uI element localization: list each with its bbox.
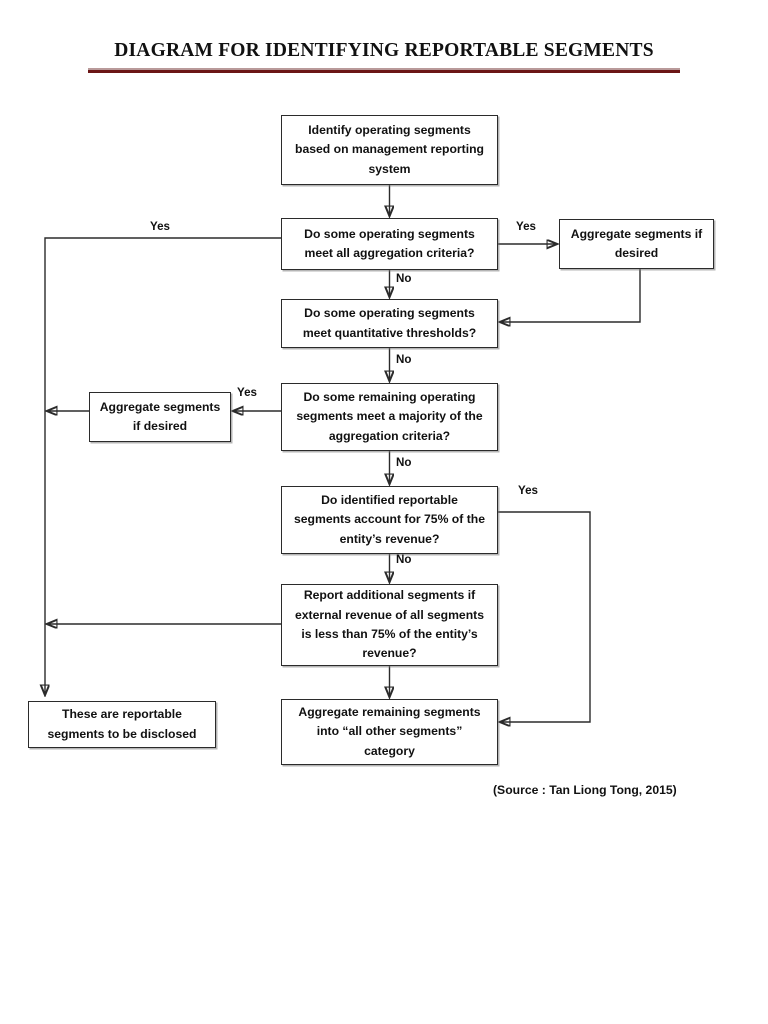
source-note: (Source : Tan Liong Tong, 2015) bbox=[493, 783, 677, 797]
page-title: DIAGRAM FOR IDENTIFYING REPORTABLE SEGME… bbox=[114, 40, 654, 61]
node-meet-all-aggregation-criteria[interactable]: Do some operating segments meet all aggr… bbox=[281, 218, 498, 270]
node-label: Report additional segments if external r… bbox=[295, 588, 484, 661]
edge-label-no-after-75: No bbox=[396, 553, 412, 566]
node-meet-quantitative-thresholds[interactable]: Do some operating segments meet quantita… bbox=[281, 299, 498, 348]
node-identify-operating-segments[interactable]: Identify operating segments based on man… bbox=[281, 115, 498, 185]
edge-aggregate-top-to-thresholds bbox=[500, 269, 641, 322]
node-label: Do identified reportable segments accoun… bbox=[294, 493, 485, 546]
node-label: These are reportable segments to be disc… bbox=[47, 707, 197, 741]
node-report-additional-segments[interactable]: Report additional segments if external r… bbox=[281, 584, 498, 666]
edge-label-no-after-majority: No bbox=[396, 456, 412, 469]
node-label: Do some operating segments meet all aggr… bbox=[304, 226, 475, 260]
node-label: Do some operating segments meet quantita… bbox=[302, 306, 477, 340]
edge-seventyfive-yes-right-loop bbox=[498, 511, 591, 722]
node-label: Aggregate segments if desired bbox=[99, 399, 221, 433]
title-divider bbox=[88, 68, 680, 73]
edge-criteria-yes-left-trunk bbox=[45, 237, 281, 695]
node-reportable-segments-disclosed[interactable]: These are reportable segments to be disc… bbox=[28, 701, 216, 748]
title-divider-dark-line bbox=[88, 70, 680, 73]
edge-label-yes-aggregate-left: Yes bbox=[237, 386, 257, 399]
edge-label-no-after-criteria: No bbox=[396, 272, 412, 285]
edge-label-yes-right-loop: Yes bbox=[518, 484, 538, 497]
node-label: Do some remaining operating segments mee… bbox=[296, 390, 483, 443]
title-divider-light-line bbox=[88, 68, 680, 70]
edge-label-yes-aggregate-top: Yes bbox=[516, 220, 536, 233]
node-meet-majority-aggregation-criteria[interactable]: Do some remaining operating segments mee… bbox=[281, 383, 498, 451]
title-block: DIAGRAM FOR IDENTIFYING REPORTABLE SEGME… bbox=[0, 40, 768, 62]
edge-label-no-after-thresholds: No bbox=[396, 353, 412, 366]
node-label: Aggregate segments if desired bbox=[570, 226, 703, 260]
node-label: Identify operating segments based on man… bbox=[295, 123, 484, 176]
node-aggregate-segments-if-desired-left[interactable]: Aggregate segments if desired bbox=[89, 392, 231, 442]
edge-label-yes-top-left: Yes bbox=[150, 220, 170, 233]
node-aggregate-segments-if-desired-top[interactable]: Aggregate segments if desired bbox=[559, 219, 714, 269]
node-aggregate-remaining-segments[interactable]: Aggregate remaining segments into “all o… bbox=[281, 699, 498, 765]
node-account-for-75-percent[interactable]: Do identified reportable segments accoun… bbox=[281, 486, 498, 554]
node-label: Aggregate remaining segments into “all o… bbox=[298, 705, 481, 758]
